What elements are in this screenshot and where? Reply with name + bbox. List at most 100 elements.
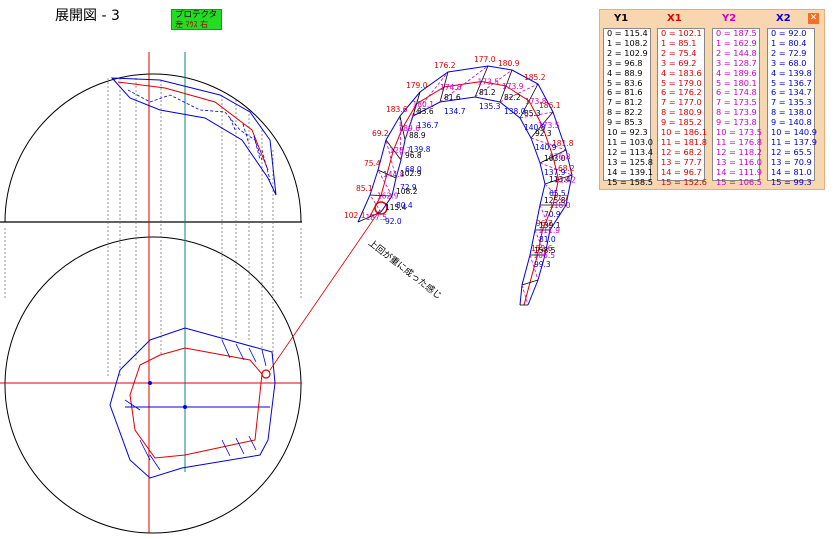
dev-label-y2: 173.5 bbox=[478, 78, 500, 87]
table-row-x1: 9 = 185.2 bbox=[661, 117, 702, 128]
table-row-y1: 13 = 125.8 bbox=[607, 156, 653, 167]
strip-diagonal bbox=[369, 194, 382, 213]
strip-rung bbox=[357, 211, 382, 223]
table-row-y1: 1 = 108.2 bbox=[607, 37, 648, 48]
strip-diagonal bbox=[412, 71, 449, 117]
marker-circle-plan bbox=[261, 369, 271, 379]
dev-label-x1: 177.0 bbox=[474, 55, 496, 64]
protractor-label: プロテクター bbox=[175, 10, 218, 30]
table-row-y2: 5 = 180.1 bbox=[716, 77, 757, 88]
dev-label-y1: 92.3 bbox=[535, 129, 552, 138]
table-row-x1: 1 = 85.1 bbox=[661, 37, 697, 48]
table-row-y2: 12 = 118.2 bbox=[716, 146, 762, 157]
table-row-y2: 4 = 189.6 bbox=[716, 67, 757, 78]
table-row-x1: 6 = 176.2 bbox=[661, 87, 702, 98]
strip-rung bbox=[399, 115, 406, 141]
plan-inner-outline bbox=[129, 347, 263, 459]
dev-label-y1: 115.4 bbox=[385, 203, 407, 212]
protractor-button[interactable]: プロテクター 左 ﾏｳｽ 右 bbox=[171, 9, 222, 30]
dev-label-y2: 180.1 bbox=[413, 100, 435, 109]
strip-diagonal bbox=[530, 137, 567, 151]
dev-label-y2: 173.5 bbox=[538, 121, 560, 130]
top-view-outline bbox=[110, 77, 277, 196]
table-row-x1: 2 = 75.4 bbox=[661, 47, 697, 58]
table-row-y2: 14 = 111.9 bbox=[716, 166, 762, 177]
dev-label-x1: 85.1 bbox=[356, 184, 373, 193]
dev-label-y1: 102.9 bbox=[400, 169, 422, 178]
dev-label-y2: 173.8 bbox=[525, 97, 547, 106]
projection-lines bbox=[4, 78, 302, 378]
table-row-y2: 7 = 173.5 bbox=[716, 97, 757, 108]
upper-half-circle bbox=[4, 73, 302, 223]
table-row-y2: 1 = 162.9 bbox=[716, 37, 757, 48]
dev-label-y1: 88.9 bbox=[409, 131, 426, 140]
dev-label-x2: 92.0 bbox=[385, 217, 402, 226]
strip-diagonal bbox=[474, 69, 513, 98]
dev-label-y1: 139.1 bbox=[539, 221, 561, 230]
dev-label-y2: 187.5 bbox=[366, 213, 388, 222]
table-row-x1: 11 = 181.8 bbox=[661, 136, 707, 147]
development-strip bbox=[357, 65, 573, 306]
table-row-x2: 10 = 140.9 bbox=[771, 127, 817, 138]
dev-label-y1: 83.6 bbox=[417, 107, 434, 116]
table-row-y2: 13 = 116.0 bbox=[716, 156, 762, 167]
strip-diagonal bbox=[499, 83, 539, 103]
table-row-x2: 12 = 65.5 bbox=[771, 146, 812, 157]
dev-label-x2: 80.4 bbox=[396, 201, 413, 210]
dev-label-y1: 81.6 bbox=[444, 93, 461, 102]
table-row-x2: 2 = 72.9 bbox=[771, 47, 807, 58]
strip-outer-edge bbox=[357, 65, 573, 306]
table-row-x1: 12 = 68.2 bbox=[661, 146, 702, 157]
dev-label-x1: 152.6 bbox=[531, 244, 553, 253]
strip-rung bbox=[439, 71, 449, 103]
table-row-x1: 15 = 152.6 bbox=[661, 176, 707, 187]
strip-diagonal bbox=[529, 254, 539, 281]
dev-label-x1: 176.2 bbox=[434, 61, 456, 70]
table-row-x2: 0 = 92.0 bbox=[771, 28, 807, 38]
strip-rung bbox=[519, 83, 539, 119]
dev-label-y1: 158.5 bbox=[534, 246, 556, 255]
table-row-y2: 11 = 176.8 bbox=[716, 136, 762, 147]
top-view-hatches bbox=[127, 89, 271, 181]
dev-label-y1: 96.8 bbox=[405, 151, 422, 160]
table-row-y1: 9 = 85.3 bbox=[607, 117, 643, 128]
strip-rung bbox=[412, 91, 421, 117]
dev-label-x1: 75.4 bbox=[364, 159, 381, 168]
dev-label-y2: 176.8 bbox=[549, 153, 571, 162]
dev-label-y2: 173.9 bbox=[502, 82, 524, 91]
dev-label-x2: 140.8 bbox=[524, 123, 546, 132]
table-row-x2: 4 = 139.8 bbox=[771, 67, 812, 78]
close-icon[interactable]: ✕ bbox=[808, 13, 819, 24]
strip-rung bbox=[544, 174, 573, 185]
table-row-y1: 10 = 92.3 bbox=[607, 127, 648, 138]
table-row-y2: 10 = 173.5 bbox=[716, 127, 762, 138]
dev-label-y2: 116.0 bbox=[549, 201, 571, 210]
dev-label-y2: 128.7 bbox=[390, 146, 412, 155]
table-row-y1: 6 = 81.6 bbox=[607, 87, 643, 98]
dev-label-x2: 68.0 bbox=[405, 165, 422, 174]
center-dot-right bbox=[183, 405, 187, 409]
dev-label-y1: 85.3 bbox=[524, 109, 541, 118]
table-row-x2: 13 = 70.9 bbox=[771, 156, 812, 167]
plan-hatching bbox=[124, 339, 267, 471]
dev-label-y1: 125.8 bbox=[544, 196, 566, 205]
table-row-x1: 8 = 180.9 bbox=[661, 107, 702, 118]
dev-label-x1: 183.6 bbox=[386, 105, 408, 114]
table-row-y1: 12 = 113.4 bbox=[607, 146, 653, 157]
table-row-x2: 8 = 138.0 bbox=[771, 107, 812, 118]
dev-label-y2: 189.6 bbox=[399, 124, 421, 133]
table-row-y2: 0 = 187.5 bbox=[716, 28, 757, 38]
strip-diagonal bbox=[519, 111, 554, 119]
dev-label-x2: 139.8 bbox=[409, 145, 431, 154]
dev-label-x2: 138.0 bbox=[504, 107, 526, 116]
table-row-y1: 15 = 158.5 bbox=[607, 176, 653, 187]
table-row-x1: 7 = 177.0 bbox=[661, 97, 702, 108]
dev-label-x2: 137.9 bbox=[544, 168, 566, 177]
strip-diagonal bbox=[539, 204, 551, 231]
dev-label-y1: 108.2 bbox=[396, 187, 418, 196]
lower-circle bbox=[4, 236, 302, 534]
